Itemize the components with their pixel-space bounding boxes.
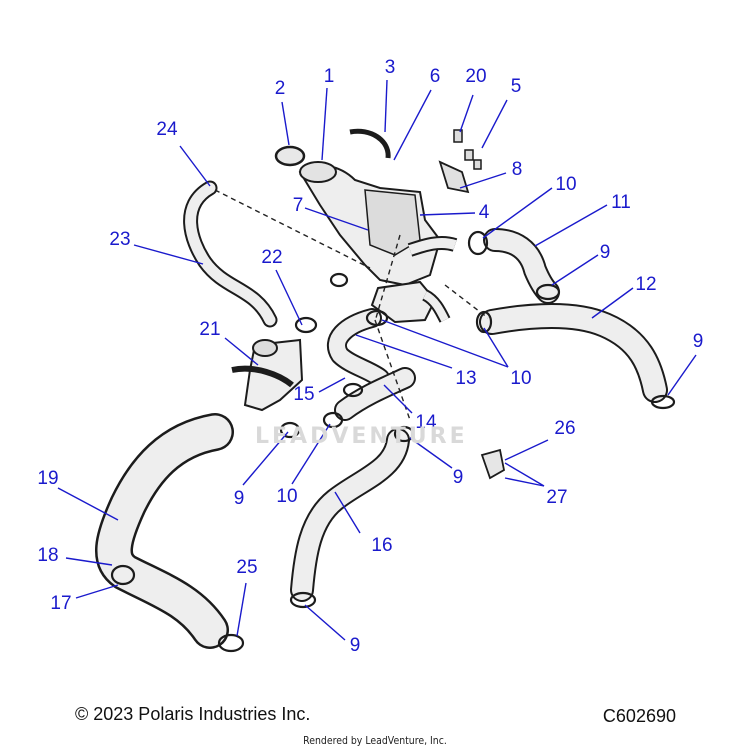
callout-18: 18 <box>37 545 58 566</box>
callout-3: 3 <box>385 57 396 78</box>
callout-6: 6 <box>430 66 441 87</box>
callout-8: 8 <box>512 159 523 180</box>
dashed-guides <box>214 189 489 421</box>
drawing-number: C602690 <box>602 706 676 726</box>
callout-5: 5 <box>511 76 522 97</box>
rendered-by-text: Rendered by LeadVenture, Inc. <box>303 734 447 747</box>
hose-clamps <box>110 230 676 653</box>
callout-16: 16 <box>371 535 392 556</box>
callout-9c: 9 <box>453 467 464 488</box>
leader-lines <box>57 79 697 641</box>
callout-9e: 9 <box>350 635 361 656</box>
callout-14: 14 <box>415 412 437 433</box>
callout-9b: 9 <box>693 331 704 352</box>
callout-21: 21 <box>199 319 220 340</box>
callout-23: 23 <box>109 229 130 250</box>
copyright-text: © 2023 Polaris Industries Inc. <box>75 704 311 724</box>
callout-13: 13 <box>455 368 476 389</box>
callout-24: 24 <box>156 119 178 140</box>
hose-16 <box>290 428 410 602</box>
bolts-20-5 <box>453 129 482 170</box>
bracket-8 <box>438 160 470 194</box>
callout-10a: 10 <box>555 174 576 195</box>
callout-25: 25 <box>236 557 257 578</box>
callout-12: 12 <box>635 274 656 295</box>
callout-27: 27 <box>546 487 567 508</box>
callout-15: 15 <box>293 384 314 405</box>
vent-tube-3 <box>349 128 391 159</box>
callout-2: 2 <box>275 78 286 99</box>
hose-19-lower <box>95 413 234 649</box>
callout-labels: 1 2 3 4 5 6 7 8 9 9 9 9 9 10 10 10 11 12… <box>37 57 703 656</box>
thermostat-housing-21 <box>231 338 304 412</box>
sensor-26-27 <box>480 448 506 480</box>
coolant-reservoir-1-4 <box>298 161 458 324</box>
callout-7: 7 <box>293 195 304 216</box>
hose-14 <box>334 367 416 421</box>
hose-13 <box>326 308 390 388</box>
callout-10c: 10 <box>276 486 297 507</box>
callout-20: 20 <box>465 66 486 87</box>
callout-26: 26 <box>554 418 575 439</box>
callout-9d: 9 <box>234 488 245 509</box>
callout-1: 1 <box>324 66 335 87</box>
callout-19: 19 <box>37 468 58 489</box>
hose-24-23 <box>183 180 278 328</box>
callout-11: 11 <box>611 192 631 213</box>
watermark: LEADVENTURE <box>255 424 468 449</box>
callout-10b: 10 <box>510 368 531 389</box>
callout-4: 4 <box>479 202 490 223</box>
callout-17: 17 <box>50 593 71 614</box>
callout-22: 22 <box>261 247 282 268</box>
hose-11 <box>483 228 560 304</box>
callout-9a: 9 <box>600 242 611 263</box>
cap-2 <box>274 145 306 167</box>
hose-12 <box>479 303 668 403</box>
